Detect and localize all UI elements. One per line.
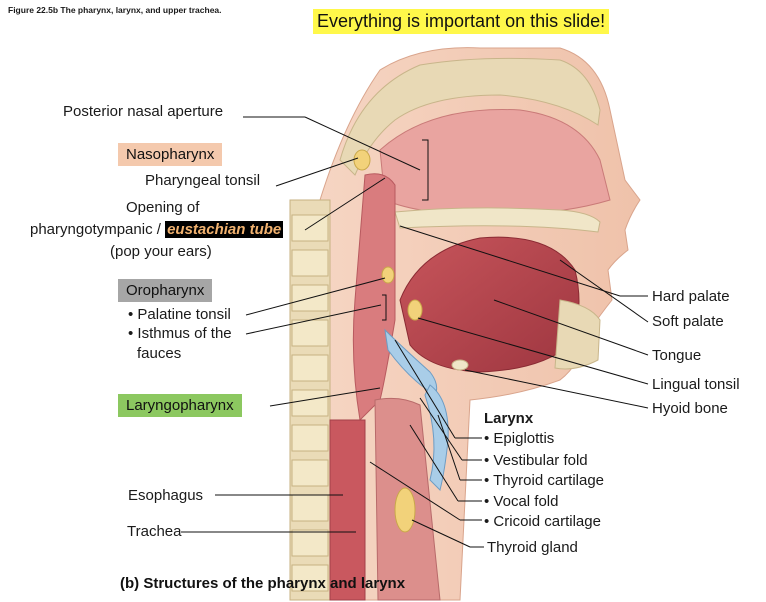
oropharynx-bracket [382,294,387,321]
label-posterior-nasal-aperture: Posterior nasal aperture [63,103,224,120]
label-lingual-tonsil: Lingual tonsil [652,376,740,393]
label-pharyngotympanic-text: pharyngotympanic / [30,221,161,238]
figure-caption: Figure 22.5b The pharynx, larynx, and up… [8,5,222,15]
label-thyroid-cartilage: • Thyroid cartilage [484,472,605,489]
label-opening-of: Opening of [126,199,200,216]
label-hard-palate: Hard palate [652,288,730,305]
label-epiglottis: • Epiglottis [484,430,555,447]
hyoid-bone-shape [451,359,469,371]
label-larynx-heading: Larynx [484,410,534,427]
label-cricoid-cartilage: • Cricoid cartilage [484,513,601,530]
lingual-tonsil-shape [407,299,423,321]
bottom-caption: (b) Structures of the pharynx and larynx [120,575,406,592]
pharynx-passage [352,173,396,422]
label-soft-palate: Soft palate [652,313,724,330]
cervical-spine [289,199,331,601]
label-vestibular-fold: • Vestibular fold [484,452,588,469]
label-thyroid-gland: Thyroid gland [487,539,578,556]
thyroid-gland-shape [394,487,416,533]
label-esophagus: Esophagus [128,487,204,504]
pharyngeal-tonsil-shape [353,149,371,171]
region-nasopharynx: Nasopharynx [118,143,223,166]
region-oropharynx: Oropharynx [118,279,213,302]
label-fauces: fauces [137,345,182,362]
skull-bone [339,57,601,176]
label-vocal-fold: • Vocal fold [484,493,559,510]
palatine-tonsil-shape [381,266,395,284]
label-tongue: Tongue [652,347,702,364]
nasopharynx-bracket [422,139,429,201]
instruction-banner: Everything is important on this slide! [313,9,610,34]
leader-lines [181,116,649,548]
label-trachea: Trachea [127,523,182,540]
label-hyoid-bone: Hyoid bone [652,400,728,417]
thyroid-cartilage-shape [424,384,449,491]
label-eustachian-tube: eustachian tube [165,221,284,238]
label-pharyngeal-tonsil: Pharyngeal tonsil [145,172,261,189]
label-palatine-tonsil: • Palatine tonsil [128,306,231,323]
label-pop-your-ears: (pop your ears) [110,243,212,260]
label-isthmus-of-the: • Isthmus of the [128,325,232,342]
hard-palate-shape [394,207,601,233]
region-laryngopharynx: Laryngopharynx [118,394,242,417]
label-pharyngotympanic: pharyngotympanic / eustachian tube [30,221,284,238]
lower-jaw [554,299,601,370]
esophagus-shape [329,419,366,601]
epiglottis-shape [384,328,438,396]
